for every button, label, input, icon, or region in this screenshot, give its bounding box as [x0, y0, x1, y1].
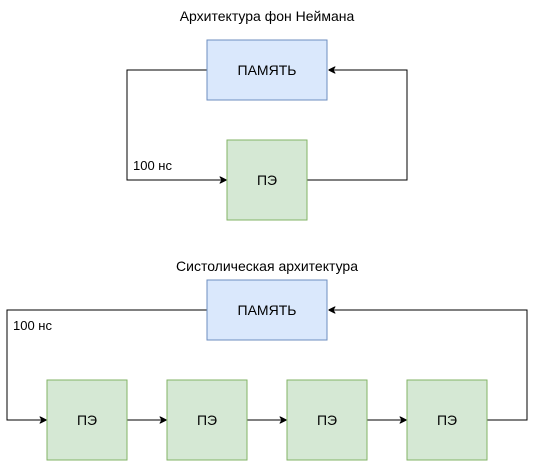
memory-to-first-pe-connector	[6, 309, 207, 420]
pe-array-label: ПЭ	[77, 412, 97, 428]
systolic-title: Систолическая архитектура	[176, 258, 358, 274]
systolic-memory-label: ПАМЯТЬ	[238, 302, 297, 318]
pe-array-block-1: ПЭ	[46, 379, 128, 461]
systolic-memory-block: ПАМЯТЬ	[206, 279, 328, 341]
latency-label: 100 нс	[133, 158, 172, 173]
von-neumann-section: Архитектура фон Неймана ПАМЯТЬ ПЭ 100 нс	[126, 8, 408, 221]
pe-to-memory-connector	[307, 70, 408, 181]
pe-array-block-3: ПЭ	[286, 379, 368, 461]
pe-array-label: ПЭ	[317, 412, 337, 428]
last-pe-to-memory-connector	[329, 310, 528, 421]
memory-block: ПАМЯТЬ	[206, 39, 328, 101]
memory-to-pe-connector	[126, 69, 226, 180]
systolic-latency-label: 100 нс	[13, 318, 52, 333]
pe-array-box-shape	[286, 379, 368, 461]
memory-label: ПАМЯТЬ	[238, 62, 297, 78]
memory-box-shape	[206, 39, 328, 101]
pe-array-box-shape	[46, 379, 128, 461]
pe-array-label: ПЭ	[437, 412, 457, 428]
pe-array-block-4: ПЭ	[406, 379, 488, 461]
pe-block: ПЭ	[226, 139, 308, 221]
pe-box-shape	[226, 139, 308, 221]
von-neumann-title: Архитектура фон Неймана	[180, 8, 355, 24]
systolic-memory-box-shape	[206, 279, 328, 341]
systolic-section: Систолическая архитектура ПАМЯТЬ ПЭ ПЭ П…	[6, 258, 528, 461]
pe-array-label: ПЭ	[197, 412, 217, 428]
pe-array-box-shape	[166, 379, 248, 461]
pe-label: ПЭ	[257, 172, 277, 188]
pe-array-block-2: ПЭ	[166, 379, 248, 461]
pe-array-box-shape	[406, 379, 488, 461]
